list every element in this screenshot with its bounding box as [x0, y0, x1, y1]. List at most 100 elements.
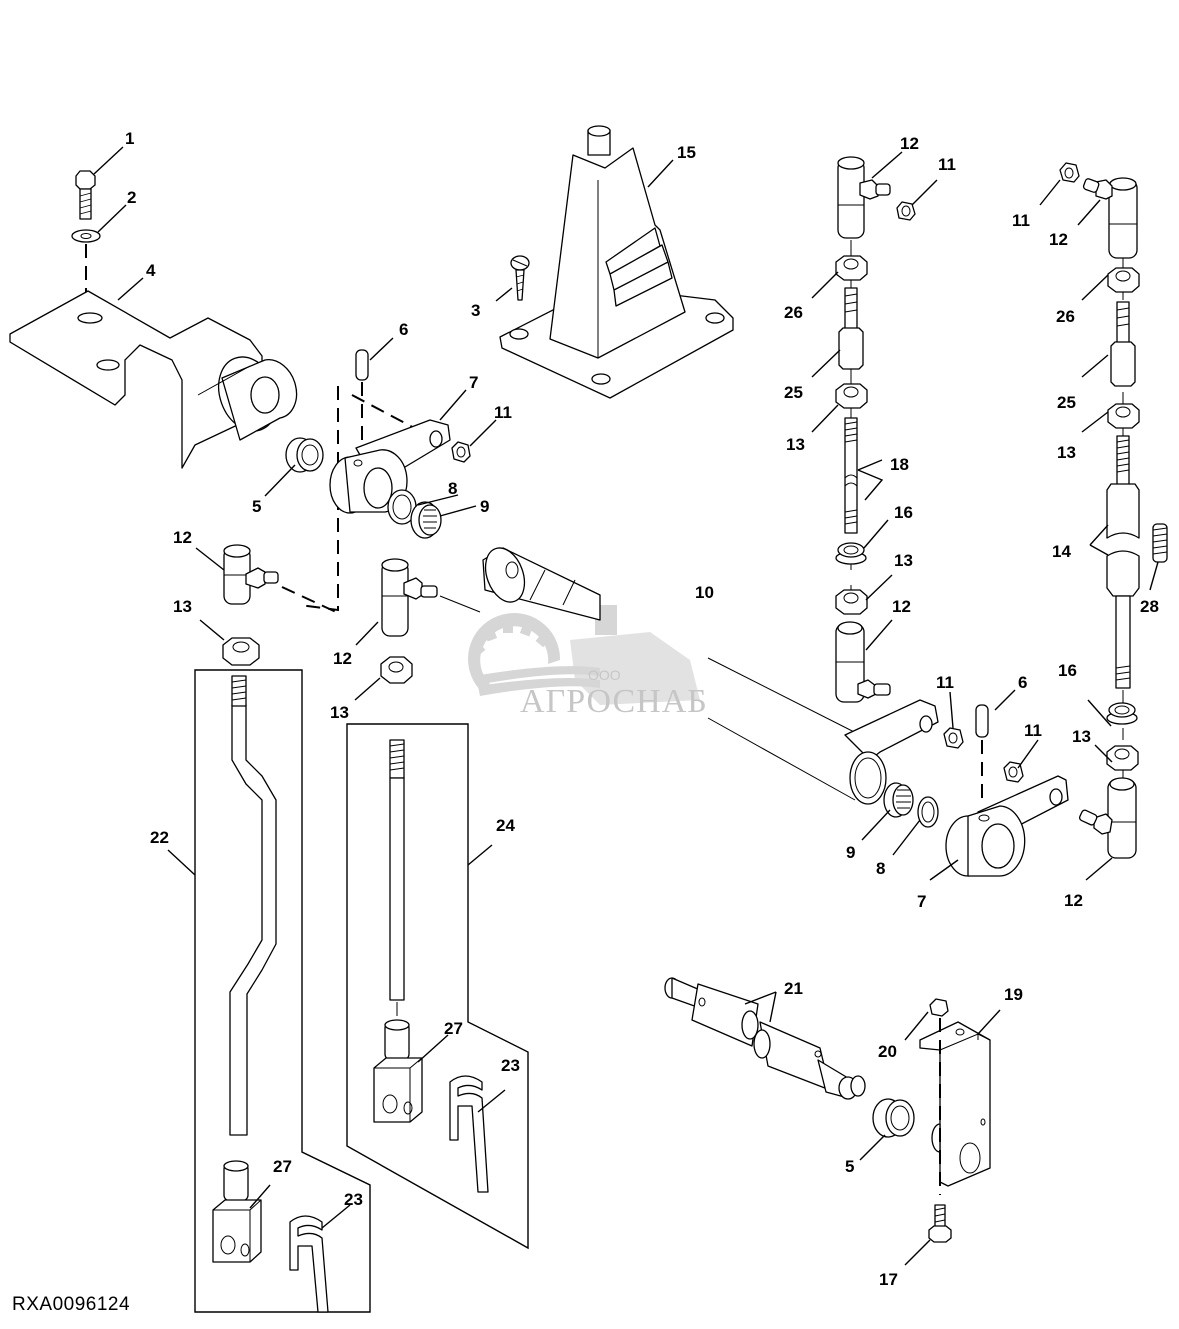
- shift-arm-7-bottom: [945, 775, 1069, 877]
- callout-8: 8: [876, 859, 885, 878]
- cap-screw-1: [75, 170, 96, 220]
- washer-8-bottom: [917, 796, 939, 828]
- kit-frame-22: [194, 669, 371, 1313]
- clip-23-right: [449, 1075, 489, 1193]
- callout-12: 12: [173, 528, 192, 547]
- combine-harvester-icon: [478, 605, 700, 705]
- gear-icon: [468, 613, 561, 690]
- callout-2: 2: [127, 188, 136, 207]
- callout-12: 12: [900, 134, 919, 153]
- spring-pin-6-bottom: [975, 704, 989, 738]
- callout-13: 13: [894, 551, 913, 570]
- callout-3: 3: [471, 301, 480, 320]
- needle-bearing-9-bottom: [883, 782, 914, 818]
- drawing-id: RXA0096124: [12, 1294, 131, 1315]
- ball-joint-12-right-b-bottom: [1078, 777, 1137, 859]
- callout-1: 1: [125, 129, 134, 148]
- callout-22: 22: [150, 828, 169, 847]
- nut-13-right-b-bottom: [1106, 745, 1139, 771]
- alignment-line: [351, 394, 419, 431]
- watermark-prefix: ООО: [588, 667, 621, 683]
- clip-23-left: [289, 1215, 329, 1313]
- callout-27: 27: [273, 1157, 292, 1176]
- callout-20: 20: [878, 1042, 897, 1061]
- watermark-brand: АГРОСНАБ: [520, 683, 708, 720]
- callout-9: 9: [480, 497, 489, 516]
- spring-pin-6-top: [355, 349, 369, 381]
- needle-bearing-9-top: [410, 501, 442, 539]
- callout-23: 23: [501, 1056, 520, 1075]
- kit-frame-24: [346, 723, 529, 1250]
- callout-26: 26: [1056, 307, 1075, 326]
- callout-25: 25: [1057, 393, 1076, 412]
- callout-12: 12: [1049, 230, 1068, 249]
- callout-11: 11: [1012, 211, 1030, 230]
- spacer-16-right-b: [1106, 702, 1138, 725]
- nut-20: [929, 998, 949, 1017]
- alignment-line: [299, 386, 339, 612]
- callout-5: 5: [845, 1157, 854, 1176]
- callout-28: 28: [1140, 597, 1159, 616]
- callout-10: 10: [695, 583, 714, 602]
- lock-nut-11-top: [451, 441, 471, 463]
- nut-26-right-a: [835, 255, 868, 281]
- callout-11: 11: [938, 155, 956, 174]
- shift-rod-14: [1106, 435, 1140, 689]
- lock-nut-11-bottom-a: [943, 727, 964, 749]
- ball-joint-12-left: [223, 544, 279, 605]
- nut-13-mid: [380, 656, 413, 684]
- callout-17: 17: [879, 1270, 898, 1289]
- bushing-5-top: [285, 437, 324, 473]
- callout-13: 13: [330, 703, 349, 722]
- alignment-line: [439, 595, 481, 613]
- nut-13-right-a-bottom: [835, 589, 868, 615]
- callout-23: 23: [344, 1190, 363, 1209]
- watermark-logo: ООО АГРОСНАБ: [468, 605, 708, 720]
- callout-8: 8: [448, 479, 457, 498]
- callout-13: 13: [786, 435, 805, 454]
- nut-26-right-b: [1107, 267, 1140, 293]
- callout-19: 19: [1004, 985, 1023, 1004]
- callout-4: 4: [146, 261, 156, 280]
- shift-rod-22: [229, 675, 277, 1136]
- callout-16: 16: [1058, 661, 1077, 680]
- clevis-27-right: [373, 1019, 423, 1123]
- lock-nut-11-right-b: [1059, 162, 1080, 183]
- callout-11: 11: [936, 673, 954, 692]
- callout-7: 7: [917, 892, 926, 911]
- callout-11: 11: [494, 403, 512, 422]
- ball-joint-12-mid: [381, 558, 438, 637]
- coupler-25-right-b: [1110, 301, 1136, 387]
- alignment-line: [281, 586, 337, 613]
- callout-12: 12: [1064, 891, 1083, 910]
- callout-13: 13: [1057, 443, 1076, 462]
- callout-18: 18: [890, 455, 909, 474]
- coupler-25-right-a: [838, 287, 864, 370]
- boot-15: [499, 125, 734, 399]
- ball-joint-12-right-a-bottom: [835, 621, 891, 703]
- callout-12: 12: [892, 597, 911, 616]
- shift-rod-24: [389, 739, 405, 1001]
- bushing-5-bottom: [872, 1098, 915, 1138]
- callout-11: 11: [1024, 721, 1042, 740]
- ball-joint-12-right-a-top: [837, 156, 891, 239]
- bracket-19: [919, 1021, 991, 1187]
- nut-13-right-b-top: [1107, 403, 1140, 429]
- washer-2: [71, 229, 101, 243]
- callout-21: 21: [784, 979, 803, 998]
- tapping-screw-3: [510, 255, 530, 301]
- callout-15: 15: [677, 143, 696, 162]
- callout-labels: 1 2 3 4 5 5 6 6 7 7 8 8 9 9 10 11 11 11 …: [125, 129, 1159, 1289]
- lock-nut-11-right-a: [896, 201, 916, 221]
- callout-5: 5: [252, 497, 261, 516]
- callout-13: 13: [1072, 727, 1091, 746]
- callout-6: 6: [1018, 673, 1027, 692]
- callout-14: 14: [1052, 542, 1071, 561]
- callout-24: 24: [496, 816, 515, 835]
- callout-9: 9: [846, 843, 855, 862]
- shift-rod-18: [844, 417, 858, 534]
- callout-13: 13: [173, 597, 192, 616]
- support-bracket-4: [9, 290, 298, 469]
- nut-13-right-a-top: [835, 383, 868, 409]
